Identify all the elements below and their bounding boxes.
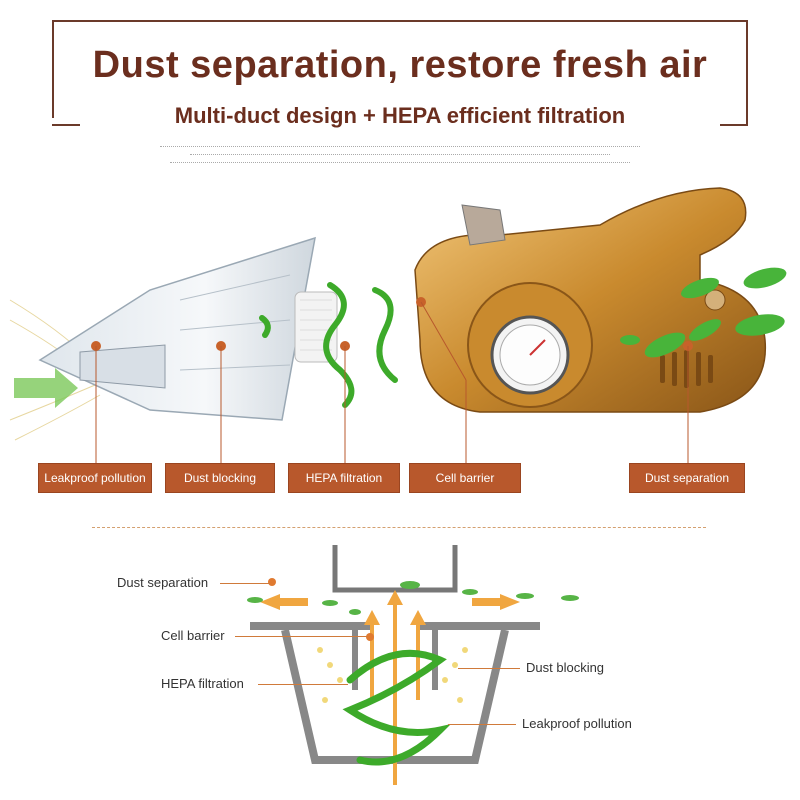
diagram-label-leakproof: Leakproof pollution [522, 716, 632, 731]
nozzle-shell [38, 236, 316, 421]
title-frame [52, 20, 748, 124]
diagram-label-dust-blocking: Dust blocking [526, 660, 605, 675]
intake-arrow [14, 368, 78, 408]
page-subtitle: Multi-duct design + HEPA efficient filtr… [174, 103, 626, 128]
green-swirls [259, 282, 398, 408]
page-title: Dust separation, restore fresh air [92, 44, 708, 86]
frame-gap-left [50, 118, 100, 128]
label-hepa-filtration: HEPA filtration [288, 463, 400, 493]
section-divider [92, 527, 706, 528]
label-cell-barrier: Cell barrier [409, 463, 521, 493]
label-dust-blocking: Dust blocking [165, 463, 275, 493]
frame-rule-right [720, 124, 748, 126]
diagram-line-leakproof [448, 724, 516, 725]
filter-diagram [247, 545, 579, 785]
label-leakproof-pollution: Leakproof pollution [38, 463, 152, 493]
diagram-label-dust-separation: Dust separation [117, 575, 209, 590]
nozzle-inner [79, 344, 166, 389]
diagram-line-hepa [258, 684, 348, 685]
diagram-line-dust-blocking [458, 668, 520, 669]
label-dust-separation: Dust separation [629, 463, 745, 493]
diagram-line-dust-separation [220, 583, 270, 584]
diagram-label-cell-barrier: Cell barrier [161, 628, 225, 643]
frame-rule-left [52, 124, 80, 126]
vacuum-clip [461, 204, 506, 246]
diagram-line-cell-barrier [235, 636, 367, 637]
fine-print-decoration [150, 142, 650, 163]
leaves [620, 267, 787, 358]
diagram-label-hepa: HEPA filtration [161, 676, 244, 691]
